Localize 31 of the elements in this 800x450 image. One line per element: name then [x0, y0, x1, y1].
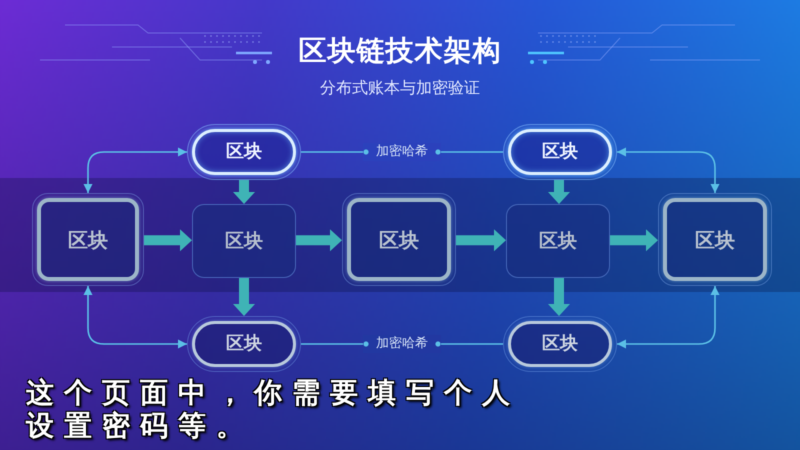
rounded-box [342, 193, 456, 286]
edge-label: 加密哈希 [363, 143, 441, 161]
rounded-box [658, 193, 772, 286]
rounded-box [192, 204, 296, 278]
node-label: 区块 [542, 333, 578, 355]
block-arrow [144, 229, 192, 252]
node-label: 区块 [68, 228, 108, 252]
node-label: 区块 [379, 228, 419, 252]
rounded-box [32, 193, 144, 286]
node-label: 区块 [539, 230, 577, 252]
block-arrow [548, 278, 570, 316]
double-arrow [617, 286, 720, 348]
block-arrow [610, 229, 658, 252]
node-label: 区块 [226, 333, 262, 355]
node-label: 区块 [542, 141, 578, 163]
block-arrow [233, 180, 255, 204]
block-arrow [296, 229, 342, 252]
node-label: 区块 [225, 230, 263, 252]
subtitle: 分布式账本与加密验证 [320, 78, 480, 98]
edge-label: 加密哈希 [363, 335, 441, 353]
block-arrow [548, 180, 570, 204]
double-arrow [84, 148, 187, 193]
node-label: 区块 [226, 141, 262, 163]
title: 区块链技术架构 [298, 33, 502, 69]
block-arrow [456, 229, 506, 252]
double-arrow [617, 148, 720, 193]
block-arrow [233, 278, 255, 316]
rounded-box [506, 204, 610, 278]
double-arrow [84, 286, 187, 348]
node-label: 区块 [695, 228, 735, 252]
overlay-caption: 这个页面中，你需要填写个人设置密码等。 [26, 376, 521, 442]
